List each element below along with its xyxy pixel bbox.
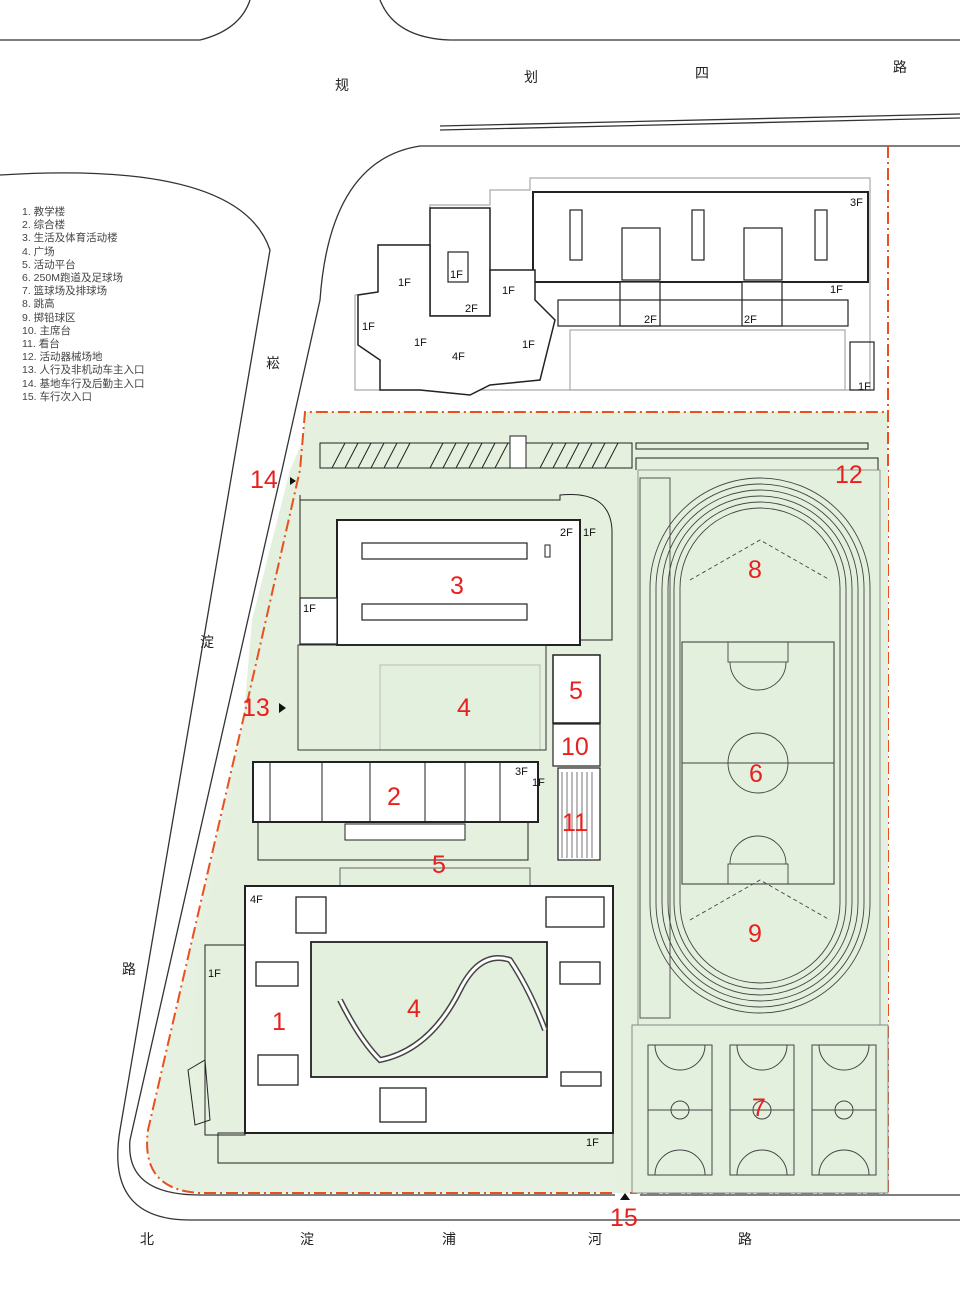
building-1 [187,885,614,1164]
marker-13: 13 [242,694,270,722]
track-field [632,469,888,1026]
floor-label: 1F [858,381,871,393]
floor-label: 1F [398,277,411,289]
legend: 1. 教学楼 2. 综合楼 3. 生活及体育活动楼 4. 广场 5. 活动平台 … [22,206,145,404]
legend-item: 4. 广场 [22,245,55,258]
marker-9: 9 [748,920,762,948]
marker-5: 5 [569,677,583,705]
floor-labels: 3F 1F 1F 1F 2F 1F 1F 2F 2F 1F 4F 1F 1F 2… [208,197,871,1149]
legend-item: 9. 掷铅球区 [22,311,76,324]
floor-label: 1F [450,269,463,281]
marker-1: 1 [272,1008,286,1036]
road-south-5: 路 [738,1232,752,1248]
road-network [0,0,960,1221]
floor-label: 1F [502,285,515,297]
north-campus [354,177,875,396]
legend-item: 8. 跳高 [22,298,55,311]
road-north-1: 规 [335,78,349,94]
floor-label: 4F [452,351,465,363]
legend-item: 6. 250M跑道及足球场 [22,272,123,285]
marker-8: 8 [748,556,762,584]
floor-label: 1F [586,1137,599,1149]
legend-item: 15. 车行次入口 [22,390,93,403]
road-north-2: 划 [524,70,538,86]
floor-label: 1F [414,337,427,349]
floor-label: 1F [583,527,596,539]
road-south-3: 浦 [442,1232,456,1248]
floor-label: 1F [362,321,375,333]
area-markers: 1 2 3 4 4 5 5 6 7 8 9 10 11 12 13 14 15 [242,461,863,1232]
basketball-courts [631,1024,889,1194]
floor-label: 1F [208,968,221,980]
floor-label: 1F [830,284,843,296]
legend-item: 7. 篮球场及排球场 [22,285,108,298]
legend-item: 13. 人行及非机动车主入口 [22,364,145,377]
legend-item: 5. 活动平台 [22,258,76,271]
service-strip [319,435,879,497]
road-names: 规 划 四 路 崧 淀 路 北 淀 浦 河 路 [122,60,907,1248]
road-west-1: 淀 [200,635,214,651]
road-south-4: 河 [588,1232,602,1248]
marker-14: 14 [250,466,278,494]
building-3 [299,493,613,646]
legend-item: 11. 看台 [22,338,60,351]
marker-2: 2 [387,783,401,811]
legend-item: 14. 基地车行及后勤主入口 [22,377,145,390]
road-north-3: 四 [695,66,709,82]
road-north-4: 路 [893,60,907,76]
marker-15: 15 [610,1204,638,1232]
floor-label: 4F [250,894,263,906]
marker-6: 6 [749,760,763,788]
legend-item: 2. 综合楼 [22,219,66,232]
marker-7: 7 [752,1094,766,1122]
floor-label: 3F [515,766,528,778]
floor-label: 1F [532,777,545,789]
stand-buildings [552,654,601,861]
marker-12: 12 [835,461,863,489]
marker-4: 4 [407,995,421,1023]
marker-5: 5 [432,851,446,879]
legend-item: 3. 生活及体育活动楼 [22,232,118,245]
legend-item: 12. 活动器械场地 [22,351,103,364]
building-2 [252,761,539,887]
plaza [297,644,547,751]
marker-4: 4 [457,694,471,722]
floor-label: 2F [644,314,657,326]
road-west-top: 崧 [266,356,280,372]
road-south-1: 北 [140,1232,154,1248]
floor-label: 1F [303,603,316,615]
marker-10: 10 [561,733,589,761]
legend-item: 10. 主席台 [22,324,72,337]
road-south-2: 淀 [300,1232,314,1248]
floor-label: 2F [560,527,573,539]
floor-label: 1F [522,339,535,351]
floor-label: 2F [744,314,757,326]
legend-item: 1. 教学楼 [22,206,66,218]
entrance-arrows [279,477,630,1200]
road-west-2: 路 [122,962,136,978]
floor-label: 3F [850,197,863,209]
floor-label: 2F [465,303,478,315]
marker-3: 3 [450,572,464,600]
marker-11: 11 [562,809,588,837]
